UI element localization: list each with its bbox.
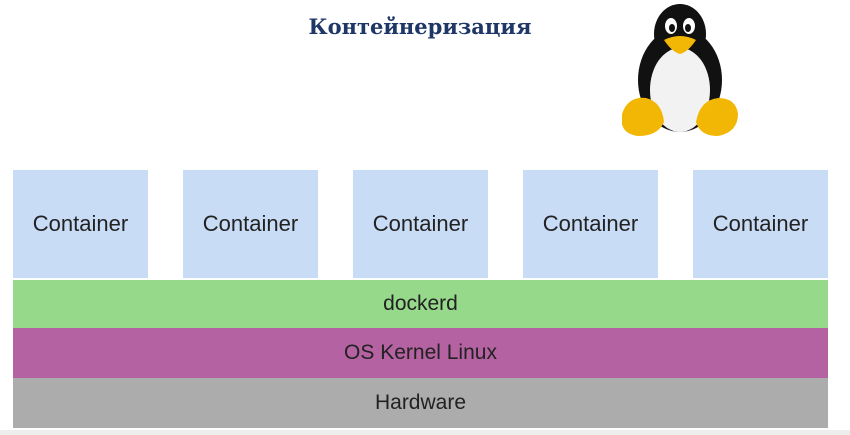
hardware-layer: Hardware — [13, 378, 828, 428]
container-box: Container — [353, 170, 488, 278]
kernel-layer: OS Kernel Linux — [13, 328, 828, 378]
dockerd-layer: dockerd — [13, 280, 828, 328]
container-box: Container — [183, 170, 318, 278]
page-title: Контейнеризация — [308, 14, 532, 39]
container-box: Container — [693, 170, 828, 278]
container-box: Container — [13, 170, 148, 278]
tux-penguin-icon — [622, 4, 738, 136]
containers-row: Container Container Container Container … — [13, 170, 828, 278]
container-box: Container — [523, 170, 658, 278]
bottom-divider — [0, 430, 850, 435]
